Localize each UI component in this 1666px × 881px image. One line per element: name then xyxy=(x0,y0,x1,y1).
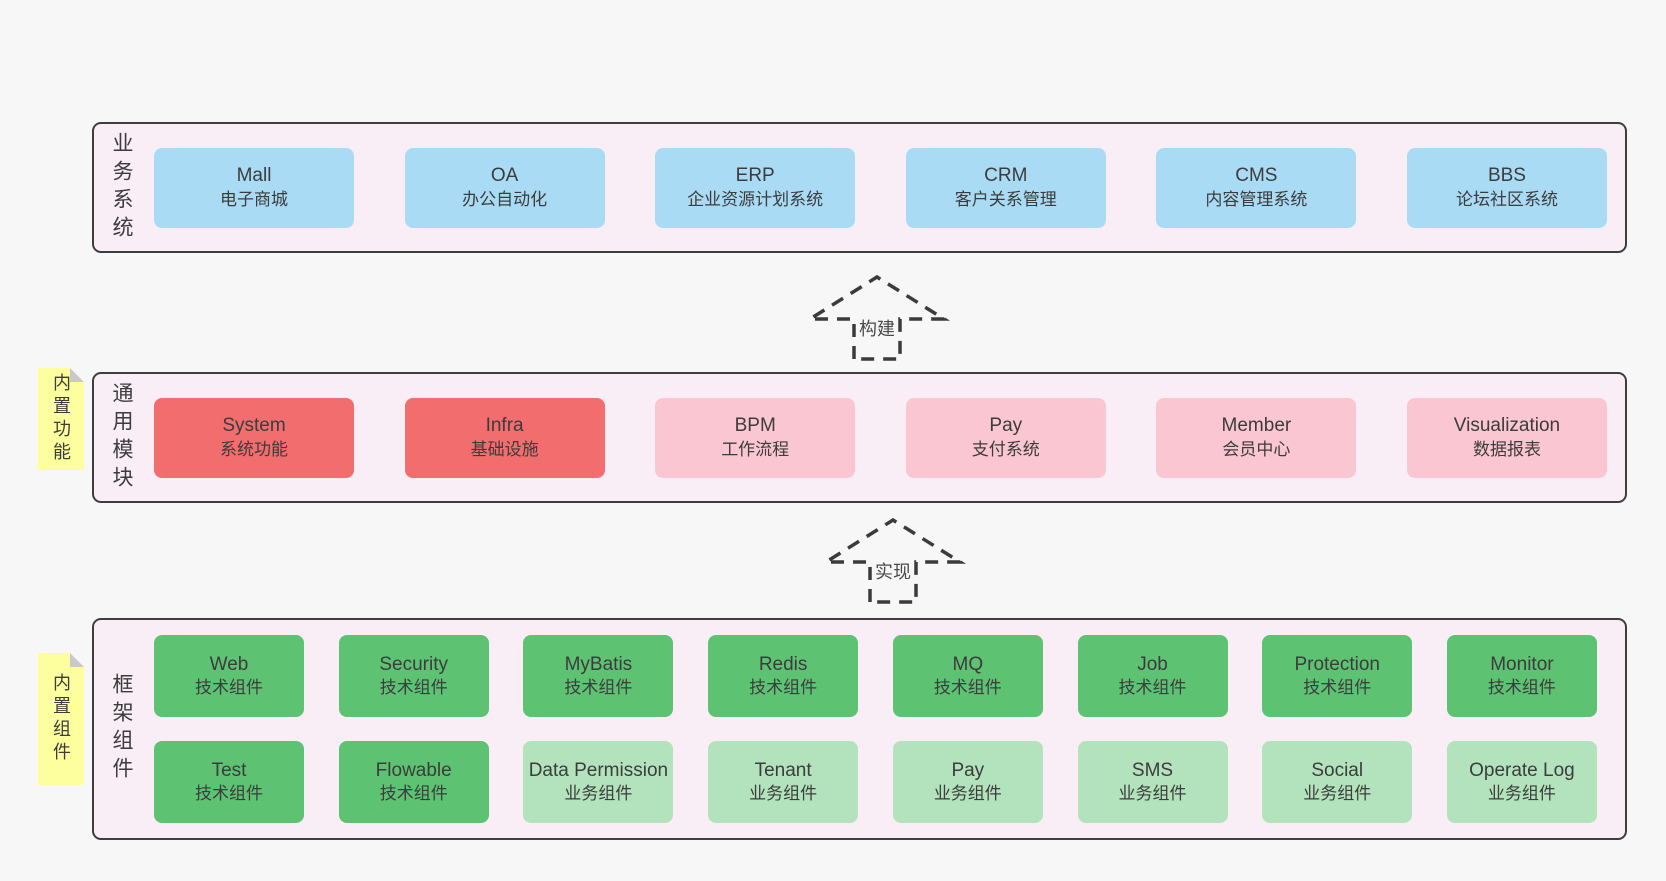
box-job: Job 技术组件 xyxy=(1077,635,1228,717)
box-member: Member 会员中心 xyxy=(1156,397,1357,478)
arrow-build: 构建 xyxy=(802,271,952,361)
box-sms: SMS 业务组件 xyxy=(1077,741,1228,823)
box-data-permission: Data Permission 业务组件 xyxy=(523,741,674,823)
box-bbs: BBS 论坛社区系统 xyxy=(1406,147,1607,228)
arrow-build-label: 构建 xyxy=(856,315,898,341)
box-system: System 系统功能 xyxy=(154,397,354,478)
layer-framework-components: 框架组件 Web 技术组件 Security 技术组件 MyBatis 技术组件… xyxy=(92,618,1627,840)
dashed-up-arrow-icon xyxy=(819,517,967,604)
box-security: Security 技术组件 xyxy=(338,635,489,717)
box-pay: Pay 支付系统 xyxy=(905,397,1106,478)
framework-component-rows: Web 技术组件 Security 技术组件 MyBatis 技术组件 Redi… xyxy=(148,620,1625,838)
box-flowable: Flowable 技术组件 xyxy=(338,741,489,823)
sticky-note-built-in-features: 内置功能 xyxy=(38,368,84,470)
box-oa: OA 办公自动化 xyxy=(404,147,605,228)
box-protection: Protection 技术组件 xyxy=(1262,635,1413,717)
box-mall: Mall 电子商城 xyxy=(154,147,354,228)
box-pay-biz: Pay 业务组件 xyxy=(892,741,1043,823)
box-monitor: Monitor 技术组件 xyxy=(1446,635,1597,717)
arrow-implement: 实现 xyxy=(818,514,968,604)
box-mybatis: MyBatis 技术组件 xyxy=(523,635,674,717)
box-mq: MQ 技术组件 xyxy=(892,635,1043,717)
business-boxes: Mall 电子商城 OA 办公自动化 ERP 企业资源计划系统 CRM 客户关系… xyxy=(148,124,1625,251)
box-web: Web 技术组件 xyxy=(154,635,304,717)
box-erp: ERP 企业资源计划系统 xyxy=(655,147,856,228)
box-crm: CRM 客户关系管理 xyxy=(905,147,1106,228)
box-cms: CMS 内容管理系统 xyxy=(1156,147,1357,228)
layer-business-systems: 业务系统 Mall 电子商城 OA 办公自动化 ERP 企业资源计划系统 CRM… xyxy=(92,122,1627,253)
layer-label-business-systems: 业务系统 xyxy=(110,131,133,244)
box-infra: Infra 基础设施 xyxy=(404,397,605,478)
biz-components-row: Test 技术组件 Flowable 技术组件 Data Permission … xyxy=(154,741,1597,823)
tech-components-row: Web 技术组件 Security 技术组件 MyBatis 技术组件 Redi… xyxy=(154,635,1597,717)
common-module-boxes: System 系统功能 Infra 基础设施 BPM 工作流程 Pay 支付系统… xyxy=(148,374,1625,501)
layer-label-common-modules: 通用模块 xyxy=(110,381,133,494)
sticky-note-built-in-components: 内置组件 xyxy=(38,653,84,785)
layer-label-framework-components: 框架组件 xyxy=(110,673,133,785)
dashed-up-arrow-icon xyxy=(803,274,951,361)
box-tenant: Tenant 业务组件 xyxy=(708,741,859,823)
box-social: Social 业务组件 xyxy=(1262,741,1413,823)
layer-common-modules: 通用模块 System 系统功能 Infra 基础设施 BPM 工作流程 Pay… xyxy=(92,372,1627,503)
box-visualization: Visualization 数据报表 xyxy=(1406,397,1607,478)
box-test: Test 技术组件 xyxy=(154,741,304,823)
box-bpm: BPM 工作流程 xyxy=(655,397,856,478)
box-redis: Redis 技术组件 xyxy=(708,635,859,717)
box-operate-log: Operate Log 业务组件 xyxy=(1446,741,1597,823)
arrow-implement-label: 实现 xyxy=(872,558,914,584)
